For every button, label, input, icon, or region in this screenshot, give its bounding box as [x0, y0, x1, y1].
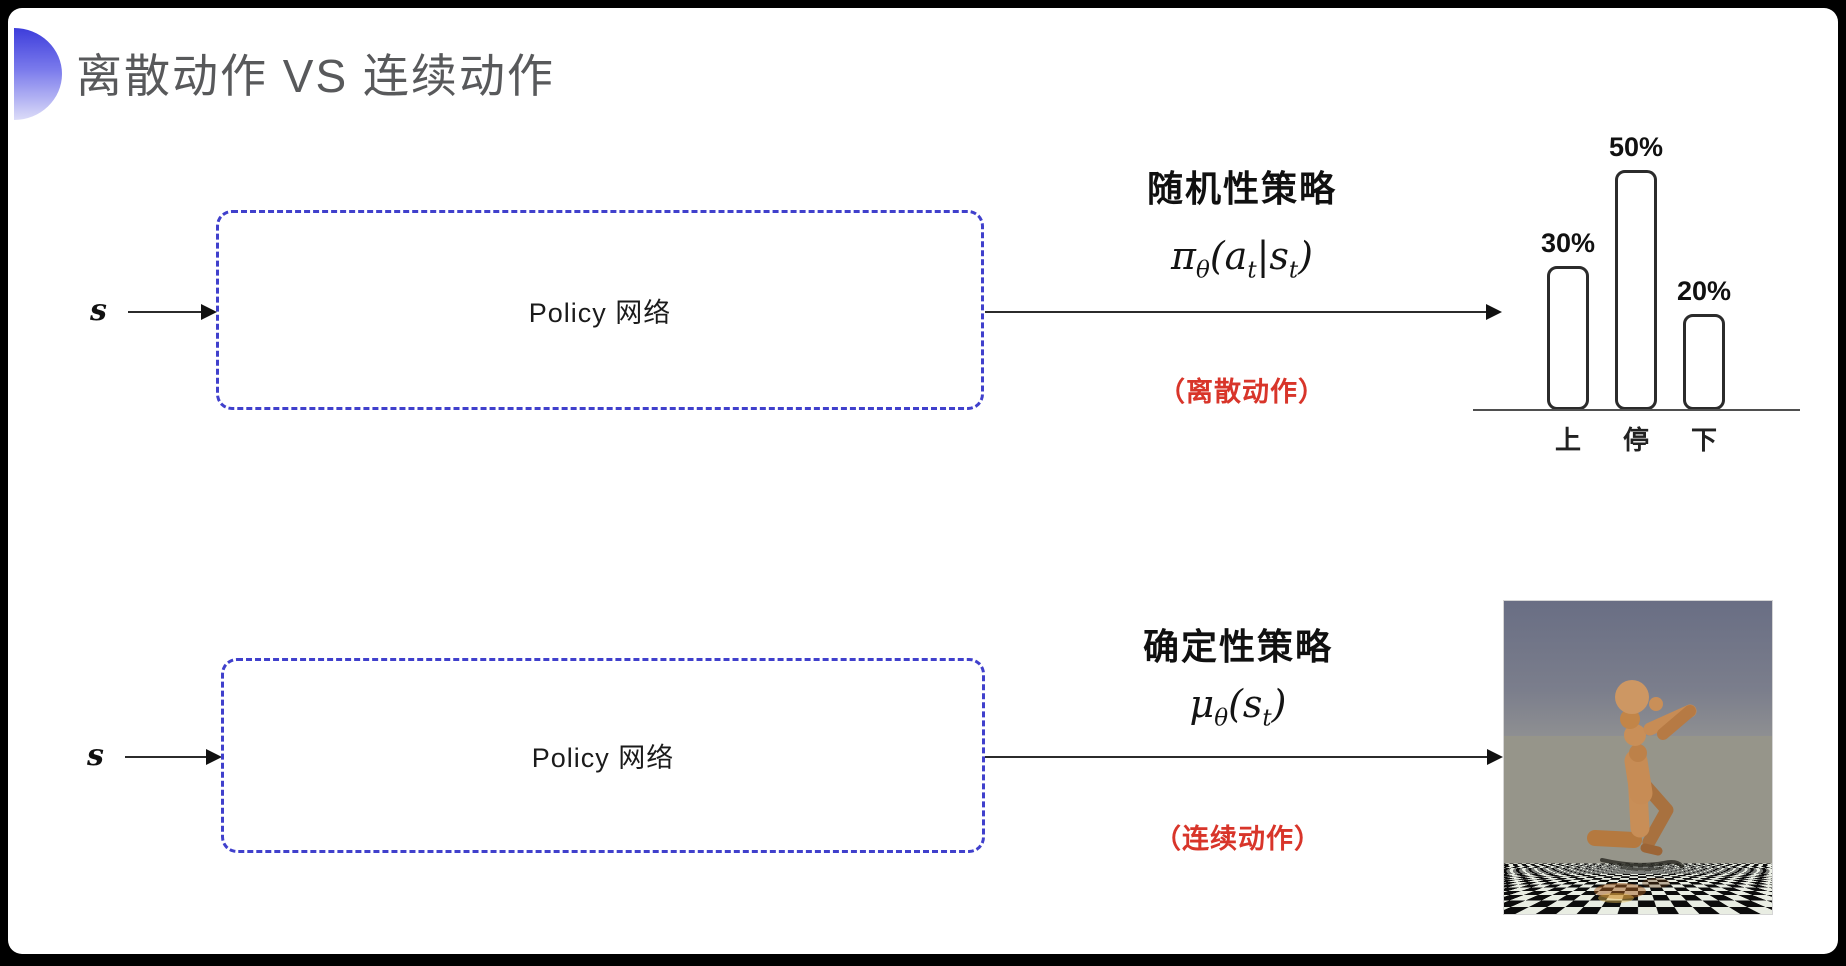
category-label-down: 下 [1690, 425, 1717, 455]
robot-chest [1624, 724, 1646, 746]
category-label-up: 上 [1554, 425, 1581, 455]
bar-down [1683, 314, 1725, 410]
chart-axis-baseline [1473, 409, 1800, 411]
bar-stop [1615, 170, 1657, 410]
bar-up [1547, 266, 1589, 410]
action-probability-bar-chart: 30% 50% 20% [1473, 105, 1800, 410]
bar-value-label: 30% [1540, 228, 1596, 258]
state-input-label-bottom: s [87, 738, 104, 773]
policy-network-box-bottom: Policy 网络 [221, 658, 985, 853]
humanoid-figure [1587, 680, 1697, 903]
policy-network-box-top: Policy 网络 [216, 210, 984, 410]
bar-column-up: 30% [1534, 105, 1602, 410]
robot-hand [1649, 697, 1663, 711]
formula-open-s: (s [1228, 682, 1263, 726]
robot-rear-foot [1640, 843, 1663, 856]
discrete-action-note: （离散动作） [1158, 377, 1326, 407]
robot-shadow-2 [1620, 865, 1664, 871]
formula-t-sub2: t [1288, 257, 1299, 284]
robot-torso [1624, 749, 1653, 805]
formula-pi: π [1171, 234, 1196, 278]
robot-forearm [1657, 705, 1696, 740]
stochastic-policy-heading: 随机性策略 [1146, 168, 1337, 209]
bar-value-label: 20% [1676, 276, 1732, 306]
humanoid-simulation-image [1503, 600, 1773, 915]
bar-column-stop: 50% [1602, 105, 1670, 410]
robot-head [1615, 680, 1649, 714]
stochastic-policy-formula: πθ(at|st) [1092, 234, 1392, 284]
formula-bar-s: |s [1256, 234, 1289, 278]
robot-neck [1620, 709, 1640, 729]
policy-network-label-top: Policy 网络 [528, 297, 672, 328]
formula-open-a: (a [1209, 234, 1248, 278]
arrow-state-to-policy-top [128, 304, 217, 320]
arrow-state-to-policy-bottom [125, 749, 222, 765]
formula-t-sub: t [1262, 705, 1272, 732]
continuous-action-note: （连续动作） [1154, 824, 1322, 854]
deterministic-policy-heading: 确定性策略 [1142, 626, 1333, 667]
formula-close: ) [1298, 234, 1313, 278]
floor-reflection-warm [1594, 883, 1646, 899]
arrow-policy-to-output-bottom [985, 749, 1503, 765]
formula-t-sub1: t [1247, 257, 1257, 284]
formula-close: ) [1271, 682, 1287, 726]
bar-value-label: 50% [1608, 132, 1664, 162]
deterministic-policy-formula: μθ(st) [1088, 682, 1388, 732]
floor-reflection-bright [1598, 893, 1634, 903]
page-title: 离散动作 VS 连续动作 [76, 50, 555, 102]
category-label-stop: 停 [1622, 425, 1649, 455]
robot-abdomen [1629, 744, 1647, 762]
bar-column-down: 20% [1670, 105, 1738, 410]
formula-mu: μ [1189, 682, 1215, 726]
robot-front-foot [1587, 830, 1642, 848]
policy-network-label-bottom: Policy 网络 [531, 743, 675, 773]
arrow-policy-to-output-top [985, 304, 1502, 320]
robot-shadow [1600, 858, 1684, 868]
formula-theta-sub: θ [1196, 257, 1210, 284]
state-input-label-top: s [90, 293, 107, 328]
floor-reflection-dark [1642, 878, 1670, 888]
formula-theta-sub: θ [1214, 705, 1229, 732]
